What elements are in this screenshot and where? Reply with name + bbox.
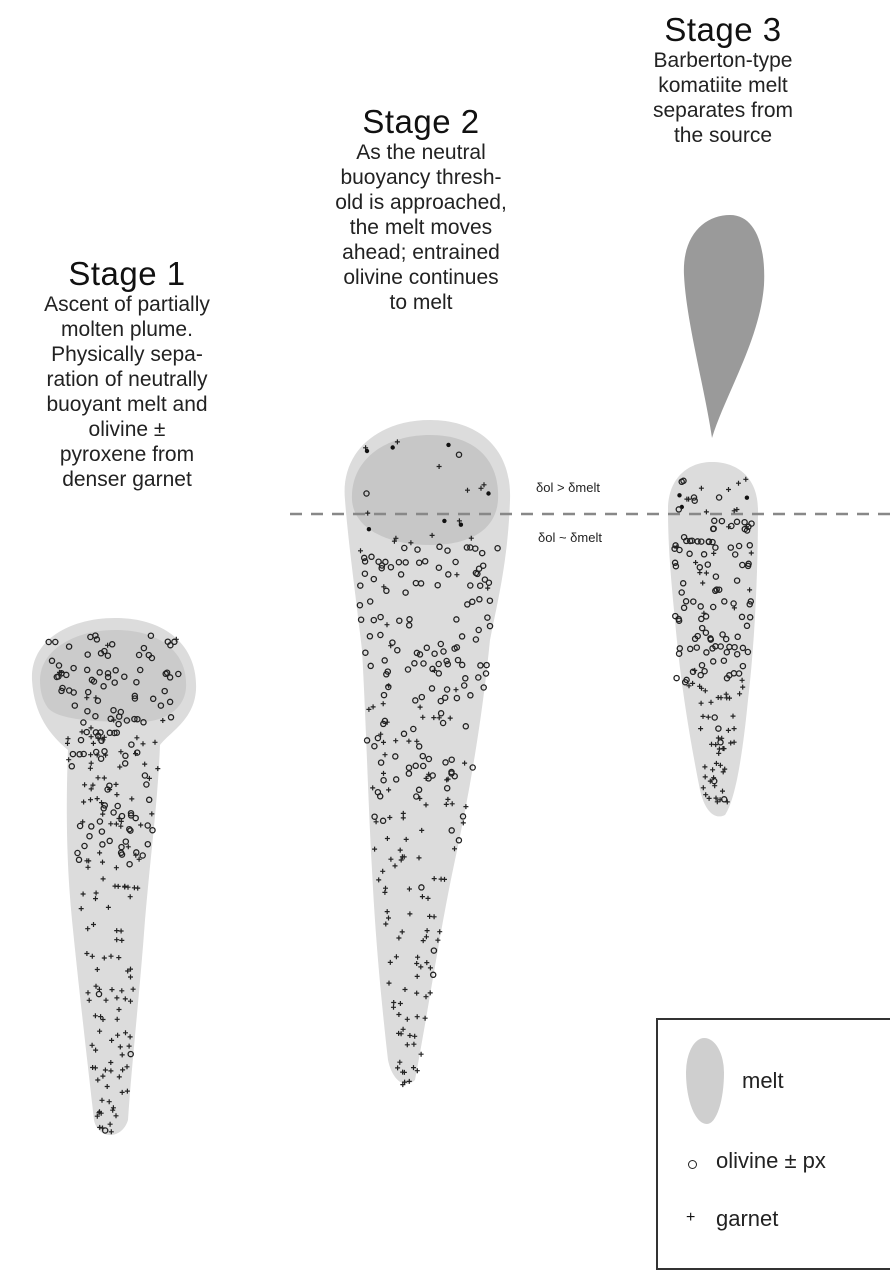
stage2-desc-line: the melt moves <box>296 215 546 240</box>
legend-item-garnet: + garnet <box>658 1206 890 1246</box>
stage3-melt-droplet <box>684 215 764 438</box>
olivine-circle-icon <box>688 1160 697 1169</box>
legend-item-melt: melt <box>658 1038 890 1128</box>
stage2-desc-line: old is approached, <box>296 190 546 215</box>
melt-dot <box>365 449 369 453</box>
stage1-desc-line: Ascent of partially <box>2 292 252 317</box>
stage1-plume <box>32 618 196 1135</box>
garnet-plus-icon: + <box>686 1210 695 1226</box>
legend-olivine-label: olivine ± px <box>716 1148 826 1174</box>
stage2-desc-line: As the neutral <box>296 140 546 165</box>
legend-item-olivine: olivine ± px <box>658 1148 890 1188</box>
stage3-desc-line: komatiite melt <box>612 73 834 98</box>
melt-dot <box>486 491 490 495</box>
stage3-plume <box>668 215 764 816</box>
stage2-desc-line: buoyancy thresh- <box>296 165 546 190</box>
stage1-desc-line: olivine ± <box>2 417 252 442</box>
melt-swatch-icon <box>686 1038 724 1124</box>
stage1-desc-line: pyroxene from <box>2 442 252 467</box>
stage3-title: Stage 3 <box>612 12 834 48</box>
stage3-label: Stage 3 Barberton-type komatiite melt se… <box>612 12 834 148</box>
stage2-plume <box>345 420 511 1084</box>
stage2-desc-line: to melt <box>296 290 546 315</box>
melt-dot <box>677 493 681 497</box>
melt-dot <box>442 519 446 523</box>
stage1-title: Stage 1 <box>2 256 252 292</box>
stage2-desc-line: olivine continues <box>296 265 546 290</box>
stage1-desc-line: molten plume. <box>2 317 252 342</box>
stage1-desc-line: ration of neutrally <box>2 367 252 392</box>
melt-dot <box>745 496 749 500</box>
stage1-desc-line: denser garnet <box>2 467 252 492</box>
olivine-symbol <box>674 676 679 681</box>
density-above-label: δol > δmelt <box>536 480 600 495</box>
stage2-label: Stage 2 As the neutral buoyancy thresh- … <box>296 104 546 315</box>
legend-melt-label: melt <box>742 1068 784 1094</box>
melt-dot <box>446 443 450 447</box>
density-below-label: δol ~ δmelt <box>538 530 602 545</box>
legend: melt olivine ± px + garnet <box>656 1018 890 1270</box>
stage2-desc-line: ahead; entrained <box>296 240 546 265</box>
stage2-title: Stage 2 <box>296 104 546 140</box>
melt-dot <box>391 445 395 449</box>
stage1-label: Stage 1 Ascent of partially molten plume… <box>2 256 252 492</box>
stage3-desc-line: Barberton-type <box>612 48 834 73</box>
stage3-desc-line: separates from <box>612 98 834 123</box>
legend-garnet-label: garnet <box>716 1206 778 1232</box>
melt-dot <box>367 527 371 531</box>
stage3-desc-line: the source <box>612 123 834 148</box>
stage1-desc-line: Physically sepa- <box>2 342 252 367</box>
stage1-desc-line: buoyant melt and <box>2 392 252 417</box>
